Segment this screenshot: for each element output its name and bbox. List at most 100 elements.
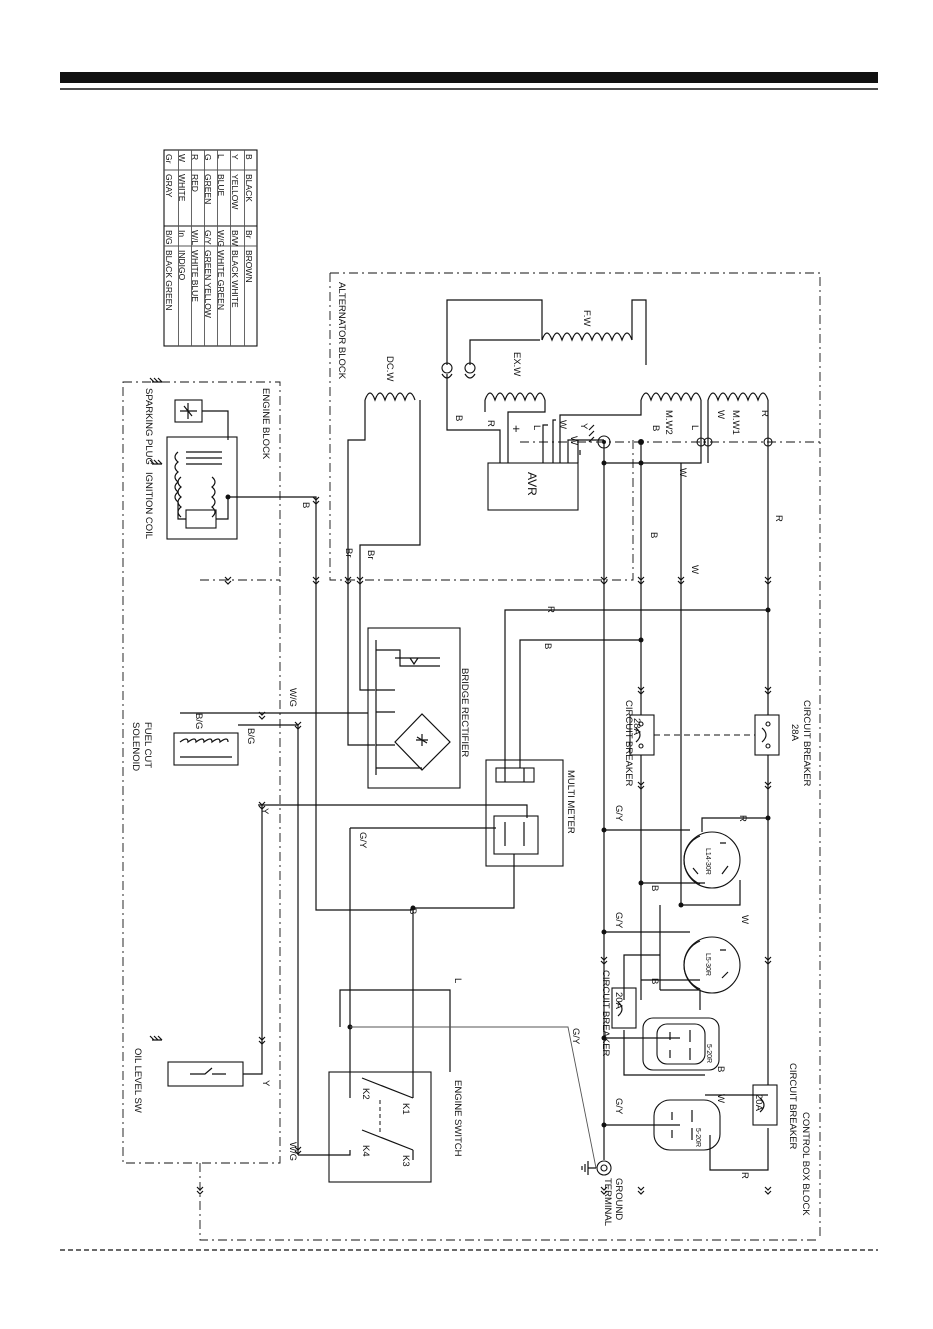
- circuit-breaker-20a-left: CIRCUIT BREAKER 20A: [600, 970, 637, 1057]
- connector-mark: [764, 956, 772, 965]
- connector-mark: [600, 956, 608, 965]
- connector-mark: [312, 496, 320, 505]
- brushes: [441, 339, 540, 379]
- connector-mark: [224, 576, 232, 585]
- legend-color: GRAY: [164, 174, 174, 198]
- legend-code-2: G/Y: [203, 230, 213, 245]
- wire-label-y2: Y: [259, 808, 270, 815]
- wire-label-r1: R: [485, 420, 496, 427]
- connector-mark: [356, 576, 364, 585]
- legend-code: G: [203, 154, 213, 161]
- legend-color-2: BLACK GREEN: [164, 250, 174, 310]
- control-box-block-label: CONTROL BOX BLOCK: [800, 1112, 811, 1216]
- connector-mark: [258, 1036, 266, 1045]
- engine-switch: K1 K2 K3 K4 ENGINE SWITCH L W/G: [287, 828, 463, 1183]
- wire-label-r6: R: [739, 1172, 750, 1179]
- outlet-l14-label: L14-30R: [704, 848, 711, 875]
- mw2-label: M.W2: [663, 410, 674, 435]
- main-winding-1: M.W1: [707, 392, 769, 435]
- legend-code-2: W/G: [216, 230, 226, 247]
- wire-label-w7: W: [715, 1094, 726, 1103]
- legend-color: GREEN: [203, 174, 213, 204]
- outlet-l5-label: L5-30R: [704, 953, 711, 976]
- legend-code: Gr: [164, 154, 174, 164]
- oil-level-label: OIL LEVEL SW: [132, 1048, 143, 1113]
- ignition-wire: [228, 496, 412, 911]
- legend-color: BLUE: [216, 174, 226, 197]
- connector-mark: [764, 686, 772, 695]
- connector-marks: [196, 496, 772, 1195]
- bridge-rectifier: BRIDGE RECTIFIER: [367, 627, 470, 789]
- connector-mark: [677, 576, 685, 585]
- legend-code-2: In: [177, 230, 187, 237]
- wire-label-b4: B: [300, 502, 311, 508]
- wire-label-wg2: W/G: [287, 1142, 298, 1161]
- fuel-cut-solenoid: B/G B/G FUEL CUT SOLENOID W/G: [130, 688, 368, 1155]
- outlet-5-20r-lower: 5-20R: [653, 1099, 721, 1151]
- engine-switch-label: ENGINE SWITCH: [452, 1080, 463, 1157]
- connector-mark: [344, 576, 352, 585]
- legend-code: Y: [230, 154, 240, 160]
- cb-20a-right-rating: 20A: [753, 1094, 764, 1112]
- wire-label-r4: R: [545, 606, 556, 613]
- wire-label-b1: B: [453, 415, 464, 421]
- wire-label-w3: W: [715, 410, 726, 419]
- legend-color: WHITE: [177, 174, 187, 202]
- wire-label-w2: W: [568, 436, 579, 445]
- wire-label-gy1: G/Y: [357, 832, 368, 849]
- control-box-outline: [199, 579, 820, 1241]
- wire-label-r3: R: [773, 515, 784, 522]
- connector-mark: [600, 1186, 608, 1195]
- ground-label-1: GROUND: [613, 1178, 624, 1220]
- ground-wiring: G/Y GROUND TERMINAL: [350, 1026, 624, 1226]
- connector-mark: [258, 801, 266, 810]
- ignition-coil-label: IGNITION COIL: [143, 472, 154, 539]
- wire-label-wg1: W/G: [287, 688, 298, 707]
- legend-color-2: BROWN: [244, 250, 254, 283]
- wire-label-br1: Br: [343, 548, 354, 558]
- connector-mark: [764, 1186, 772, 1195]
- cb-20a-right-label: CIRCUIT BREAKER: [787, 1063, 798, 1150]
- legend-code: R: [190, 154, 200, 160]
- legend-color: YELLOW: [230, 174, 240, 209]
- spark-plug: SPARKING PLUG: [143, 377, 229, 465]
- wire-label-gy5: G/Y: [613, 1098, 624, 1115]
- connector-mark: [637, 686, 645, 695]
- wire-label-y3: Y: [260, 1080, 271, 1087]
- legend-code: L: [216, 154, 226, 159]
- wire-label-l3: L: [452, 978, 463, 983]
- legend-color-2: BLACK WHITE: [230, 250, 240, 308]
- connector-mark: [294, 1146, 302, 1155]
- cb-right-label: CIRCUIT BREAKER: [801, 700, 812, 787]
- wire-label-b5: B: [542, 643, 553, 649]
- cb-20a-left-label: CIRCUIT BREAKER: [600, 970, 611, 1057]
- legend-color-2: INDIGO: [177, 250, 187, 281]
- engine-block-label: ENGINE BLOCK: [260, 388, 271, 460]
- wire-label-l1: L: [531, 425, 542, 430]
- connector-mark: [196, 1186, 204, 1195]
- wire-label-w5: W: [689, 565, 700, 574]
- circuit-breaker-20a-right: CIRCUIT BREAKER 20A: [752, 1063, 798, 1150]
- fw-label: F.W: [581, 310, 592, 326]
- avr-plus: +: [509, 425, 524, 433]
- circuit-breaker-28a-right: CIRCUIT BREAKER 28A: [754, 700, 812, 787]
- oil-level-switch: Y OIL LEVEL SW: [132, 805, 271, 1113]
- wire-label-bg2: B/G: [245, 728, 256, 744]
- legend-code: B: [244, 154, 254, 160]
- wire-label-b7: B: [649, 885, 660, 891]
- dc-winding: DC.W: [364, 356, 416, 402]
- legend-code-2: B/W: [230, 230, 240, 246]
- wire-label-r2: R: [759, 410, 770, 417]
- fuel-cut-label-2: SOLENOID: [130, 722, 141, 771]
- alternator-block-outline: [329, 272, 821, 1240]
- legend-code-2: W/L: [190, 230, 200, 245]
- dcw-label: DC.W: [384, 356, 395, 381]
- exw-label: EX.W: [511, 352, 522, 376]
- outlet-520-lower-label: 5-20R: [694, 1128, 701, 1147]
- multi-meter-label: MULTI METER: [565, 770, 576, 834]
- wire-label-w1: W: [557, 420, 568, 429]
- alternator-wire-labels: B R + L W W Y B L W R W R B W Br Br: [343, 410, 784, 574]
- avr-module: AVR: [487, 462, 579, 511]
